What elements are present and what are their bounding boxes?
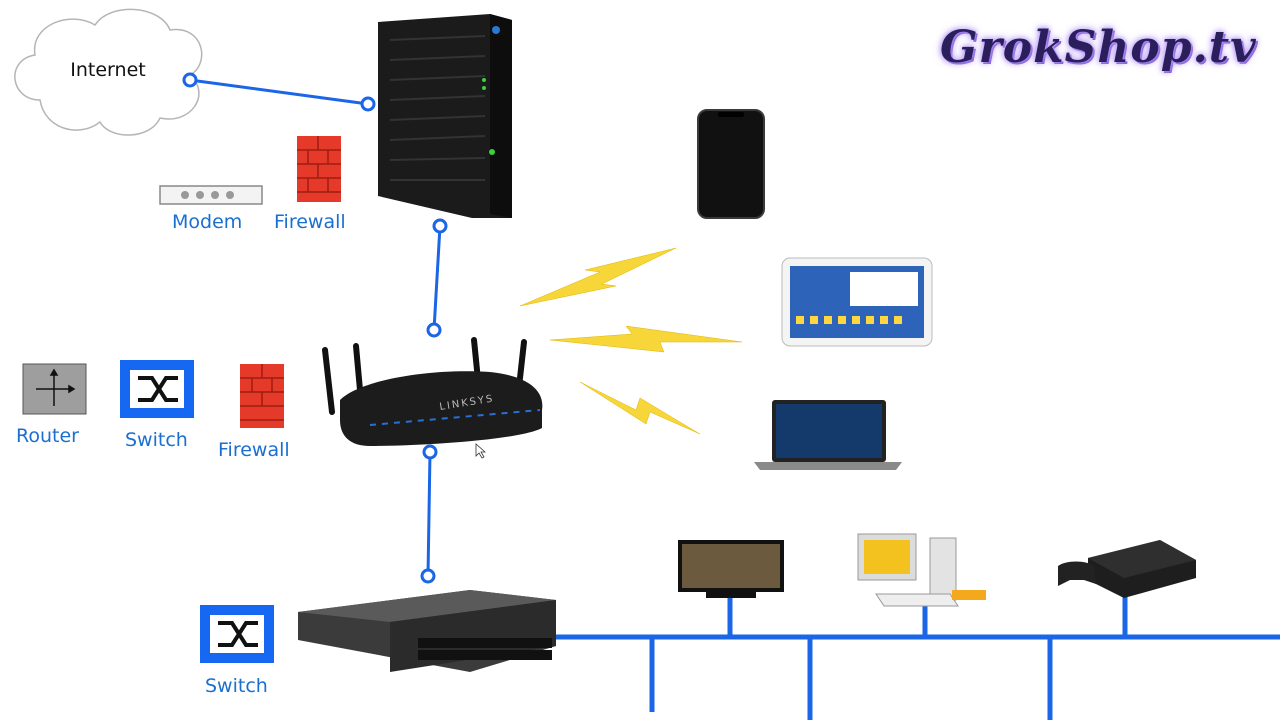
tv-device: [678, 540, 784, 598]
smartphone-device: [697, 109, 765, 219]
endpoint: [432, 218, 448, 234]
endpoint: [422, 444, 438, 460]
lightning-bolt: [579, 381, 701, 435]
legend-router-label: Router: [16, 425, 79, 447]
tablet-device: [781, 257, 933, 347]
internet-cloud: Internet: [14, 8, 203, 136]
wireless-signals: [519, 247, 743, 435]
endpoint: [182, 72, 198, 88]
router-icon: [22, 363, 87, 415]
legend-modem-label: Modem: [172, 211, 242, 233]
legend-switch-label: Switch: [125, 429, 188, 451]
link-internet-modem: [189, 78, 369, 106]
link-endpoints: [182, 72, 448, 584]
switch-icon: [120, 360, 194, 418]
legend-firewall-label: Firewall: [218, 439, 290, 461]
game-console-device: [1058, 540, 1196, 598]
legend-switch-label: Switch: [205, 675, 268, 697]
mouse-cursor-icon: [475, 443, 487, 459]
endpoint: [426, 322, 442, 338]
legend-firewall-label: Firewall: [274, 211, 346, 233]
endpoint: [420, 568, 436, 584]
firewall-icon: [240, 364, 284, 428]
brand-logo: GrokShop.tv: [940, 22, 1257, 73]
switch-device: [298, 590, 556, 672]
modem-icon: [159, 185, 263, 205]
laptop-device: [754, 400, 902, 470]
link-router-switch: [426, 451, 432, 577]
internet-label: Internet: [70, 59, 145, 81]
link-modem-router: [432, 225, 442, 331]
links: [189, 78, 1280, 720]
switch-icon: [200, 605, 274, 663]
modem-device: [378, 14, 512, 218]
desktop-pc-device: [857, 533, 986, 607]
lightning-bolt: [549, 325, 743, 353]
endpoint: [360, 96, 376, 112]
firewall-icon: [297, 136, 341, 202]
router-device: LINKSYS: [322, 337, 543, 446]
lightning-bolt: [519, 247, 677, 307]
